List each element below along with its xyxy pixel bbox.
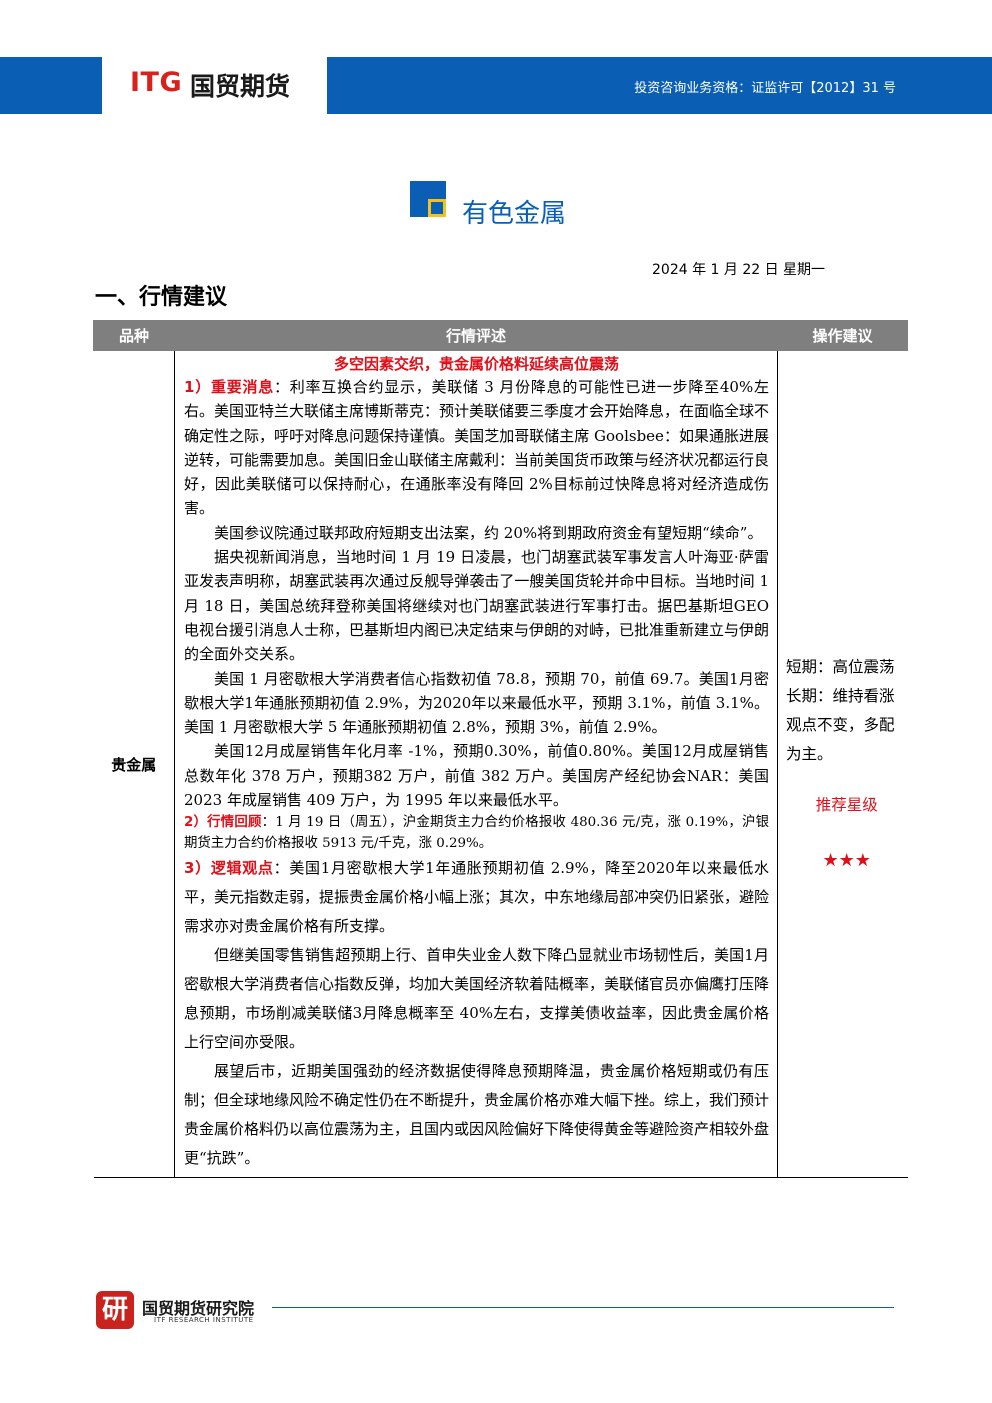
text-logic-view: ：美国1月密歇根大学1年通胀预期初值 2.9%，降至2020年以来最低水平，美元… bbox=[184, 859, 770, 936]
paragraph-outlook: 展望后市，近期美国强劲的经济数据使得降息预期降温，贵金属价格短期或仍有压制；但全… bbox=[184, 1062, 770, 1168]
paragraph-geopolitics: 据央视新闻消息，当地时间 1 月 19 日凌晨，也门胡塞武装军事发言人叶海亚·萨… bbox=[184, 548, 770, 664]
paragraph-resilience: 但继美国零售销售超预期上行、首申失业金人数下降凸显就业市场韧性后，美国1月密歇根… bbox=[184, 946, 770, 1052]
header-band: ITG 国贸期货 投资咨询业务资格：证监许可【2012】31 号 bbox=[0, 57, 992, 114]
table-row: 贵金属 多空因素交织，贵金属价格料延续高位震荡 1）重要消息：利率互换合约显示，… bbox=[93, 350, 908, 1179]
operation-cell: 短期：高位震荡 长期：维持看涨观点不变，多配为主。 推荐星级 ★★★ bbox=[777, 350, 908, 1179]
paragraph-michigan: 美国 1 月密歇根大学消费者信心指数初值 78.8，预期 70，前值 69.7。… bbox=[184, 669, 769, 737]
heading-market-advice: 一、行情建议 bbox=[95, 285, 228, 310]
label-logic-view: 3）逻辑观点 bbox=[184, 859, 274, 878]
research-institute-logo: 研 bbox=[96, 1291, 136, 1331]
rating-stars: ★★★ bbox=[822, 850, 871, 872]
text-market-review: ：1 月 19 日（周五），沪金期货主力合约价格报收 480.36 元/克，涨 … bbox=[184, 815, 769, 852]
logo-itg-text: ITG bbox=[130, 67, 183, 98]
logo-company-name: 国贸期货 bbox=[190, 72, 291, 101]
paragraph-housing: 美国12月成屋销售年化月率 -1%，预期0.30%，前值0.80%。美国12月成… bbox=[184, 742, 769, 810]
footer-institute-name: 国贸期货研究院 bbox=[142, 1299, 255, 1318]
header-operation: 操作建议 bbox=[777, 320, 908, 351]
advice-table: 品种 行情评述 操作建议 贵金属 多空因素交织，贵金属价格料延续高位震荡 1）重… bbox=[93, 320, 908, 1179]
footer-institute-subtitle: ITF RESEARCH INSTITUTE bbox=[154, 1316, 254, 1324]
paragraph-logic-view: 3）逻辑观点：美国1月密歇根大学1年通胀预期初值 2.9%，降至2020年以来最… bbox=[184, 854, 769, 941]
report-date: 2024 年 1 月 22 日 星期一 bbox=[652, 262, 826, 278]
text-important-news: ：利率互换合约显示，美联储 3 月份降息的可能性已进一步降至40%左右。美国亚特… bbox=[184, 378, 770, 518]
license-text: 投资咨询业务资格：证监许可【2012】31 号 bbox=[634, 81, 896, 96]
footer-divider bbox=[272, 1307, 894, 1308]
company-logo: ITG 国贸期货 bbox=[102, 57, 327, 114]
recommend-label: 推荐星级 bbox=[815, 796, 878, 815]
paragraph-market-review: 2）行情回顾：1 月 19 日（周五），沪金期货主力合约价格报收 480.36 … bbox=[184, 812, 769, 854]
section-title: 有色金属 bbox=[462, 199, 567, 229]
seal-icon: 研 bbox=[96, 1291, 134, 1329]
label-important-news: 1）重要消息 bbox=[184, 378, 274, 396]
paragraph-important-news: 1）重要消息：利率互换合约显示，美联储 3 月份降息的可能性已进一步降至40%左… bbox=[184, 375, 769, 521]
header-variety: 品种 bbox=[93, 320, 175, 351]
table-header-row: 品种 行情评述 操作建议 bbox=[93, 320, 908, 351]
comment-title: 多空因素交织，贵金属价格料延续高位震荡 bbox=[333, 355, 619, 373]
ops-long-term: 长期：维持看涨观点不变，多配为主。 bbox=[786, 687, 895, 764]
label-market-review: 2）行情回顾 bbox=[184, 815, 262, 831]
header-comment: 行情评述 bbox=[174, 320, 778, 351]
comment-cell: 多空因素交织，贵金属价格料延续高位震荡 1）重要消息：利率互换合约显示，美联储 … bbox=[174, 350, 778, 1179]
section-square-icon bbox=[410, 181, 450, 221]
variety-cell: 贵金属 bbox=[93, 350, 175, 1179]
ops-short-term: 短期：高位震荡 bbox=[786, 658, 895, 677]
paragraph-senate: 美国参议院通过联邦政府短期支出法案，约 20%将到期政府资金有望短期“续命”。 bbox=[214, 523, 763, 542]
